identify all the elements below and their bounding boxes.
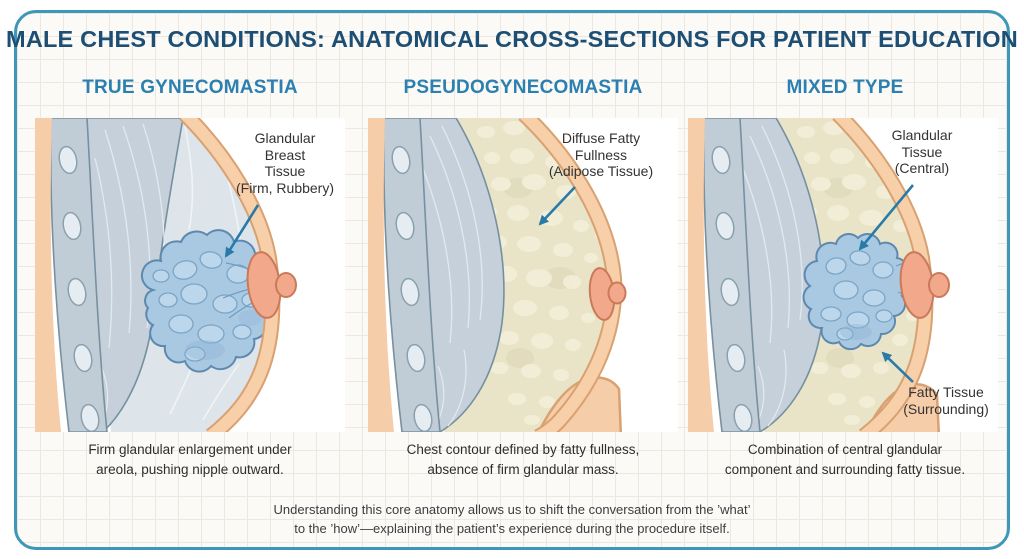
rib-cross-sections: [58, 145, 100, 432]
annotation-arrow-icon: [224, 204, 260, 258]
glandular-tissue: [140, 229, 277, 373]
footnote: Understanding this core anatomy allows u…: [273, 502, 751, 536]
back-skin: [688, 118, 714, 432]
rib-band: [382, 118, 441, 432]
chest-skin: [519, 118, 621, 432]
nipple: [899, 251, 950, 319]
label-glandular-breast-tissue: Glandular Breast Tissue (Firm, Rubbery): [235, 130, 335, 196]
illustration-pseudogynecomastia: [368, 118, 678, 432]
glandular-tissue: [802, 233, 926, 351]
back-skin: [368, 118, 394, 432]
label-diffuse-fatty-fullness: Diffuse Fatty Fullness (Adipose Tissue): [548, 130, 654, 179]
illustration-mixed-type: [688, 118, 998, 432]
muscle-fibers: [741, 125, 803, 429]
panel-heading-mixed-type: MIXED TYPE: [786, 77, 904, 98]
caption-pseudogynecomastia: Chest contour defined by fatty fullness,…: [406, 442, 640, 477]
panel-heading-true-gynecomastia: TRUE GYNECOMASTIA: [82, 77, 298, 98]
annotation-arrow-icon: [881, 351, 914, 383]
label-fatty-tissue-surrounding: Fatty Tissue (Surrounding): [903, 384, 989, 417]
rib-band: [49, 118, 108, 432]
illustration-true-gynecomastia: [35, 118, 345, 432]
rib-cross-sections: [711, 145, 753, 432]
rib-band: [702, 118, 761, 432]
rib-cross-sections: [391, 145, 433, 432]
annotation-arrow-icon: [858, 184, 915, 251]
page-title: MALE CHEST CONDITIONS: ANATOMICAL CROSS-…: [6, 26, 1018, 52]
panel-heading-pseudogynecomastia: PSEUDOGYNECOMASTIA: [403, 77, 643, 98]
label-glandular-tissue-central: Glandular Tissue (Central): [891, 127, 953, 176]
annotation-arrow-icon: [538, 186, 576, 226]
caption-true-gynecomastia: Firm glandular enlargement under areola,…: [88, 442, 292, 477]
back-skin: [35, 118, 61, 432]
nipple: [588, 267, 627, 321]
caption-mixed-type: Combination of central glandular compone…: [724, 442, 966, 477]
nipple: [246, 251, 297, 319]
